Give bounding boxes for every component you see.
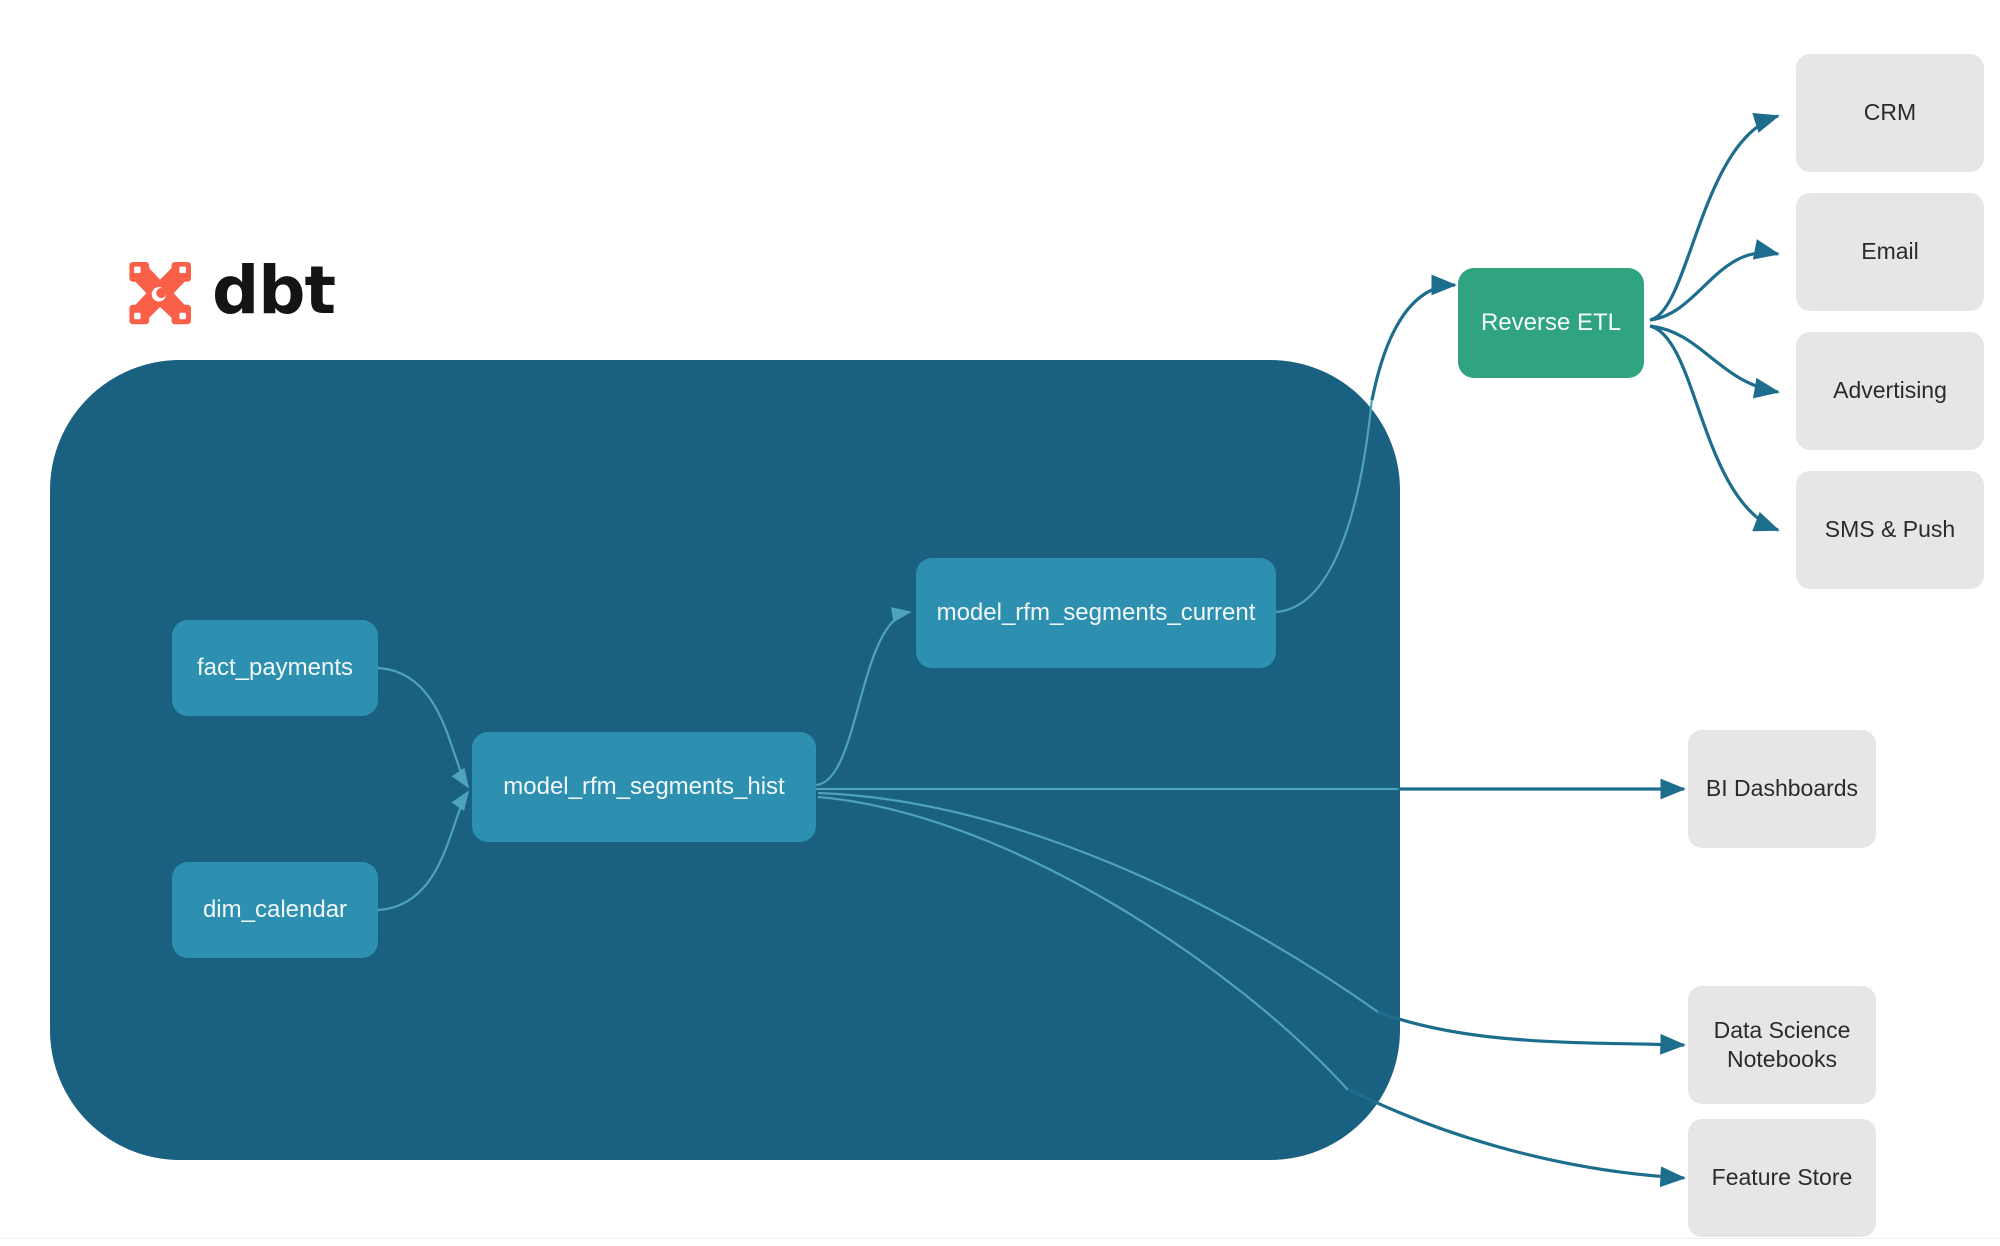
node-label: model_rfm_segments_hist — [503, 773, 785, 800]
node-label: model_rfm_segments_current — [936, 599, 1256, 626]
node-feature-store[interactable]: Feature Store — [1688, 1119, 1876, 1237]
edge-reverse-etl-to-sms-push — [1649, 324, 1780, 532]
node-data-science-notebooks[interactable]: Data Science Notebooks — [1688, 986, 1876, 1104]
node-reverse-etl[interactable]: Reverse ETL — [1458, 268, 1644, 378]
node-label: Reverse ETL — [1480, 309, 1622, 336]
edge-current-to-reverse-etl — [1370, 274, 1457, 401]
dbt-wordmark: dbt — [212, 252, 336, 329]
node-label: fact_payments — [196, 654, 354, 681]
node-label: CRM — [1863, 99, 1917, 126]
edge-reverse-etl-to-advertising — [1649, 324, 1780, 399]
dbt-logo: dbt — [124, 252, 336, 330]
node-bi-dashboards[interactable]: BI Dashboards — [1688, 730, 1876, 848]
node-crm[interactable]: CRM — [1796, 54, 1984, 172]
node-sms-push[interactable]: SMS & Push — [1796, 471, 1984, 589]
node-label-line-1: Data Science — [1713, 1016, 1851, 1043]
edge-reverse-etl-to-crm — [1649, 113, 1780, 322]
node-model-rfm-segments-hist[interactable]: model_rfm_segments_hist — [472, 732, 816, 842]
node-label: dim_calendar — [202, 896, 348, 923]
node-fact-payments[interactable]: fact_payments — [172, 620, 378, 716]
edge-reverse-etl-to-email — [1649, 239, 1780, 322]
node-model-rfm-segments-current[interactable]: model_rfm_segments_current — [916, 558, 1276, 668]
node-label: Advertising — [1833, 377, 1947, 404]
node-label: BI Dashboards — [1705, 775, 1859, 802]
dbt-x-mark-icon — [129, 261, 191, 325]
node-label: Feature Store — [1711, 1164, 1853, 1191]
node-label-line-2: Notebooks — [1727, 1046, 1837, 1072]
bottom-divider — [0, 1238, 2000, 1239]
node-advertising[interactable]: Advertising — [1796, 332, 1984, 450]
node-dim-calendar[interactable]: dim_calendar — [172, 862, 378, 958]
edge-hist-to-feature-store — [1349, 1088, 1686, 1188]
node-label: SMS & Push — [1824, 516, 1956, 543]
node-label: Email — [1861, 238, 1919, 265]
edge-hist-to-data-science-notebooks — [1377, 1010, 1686, 1055]
node-email[interactable]: Email — [1796, 193, 1984, 311]
